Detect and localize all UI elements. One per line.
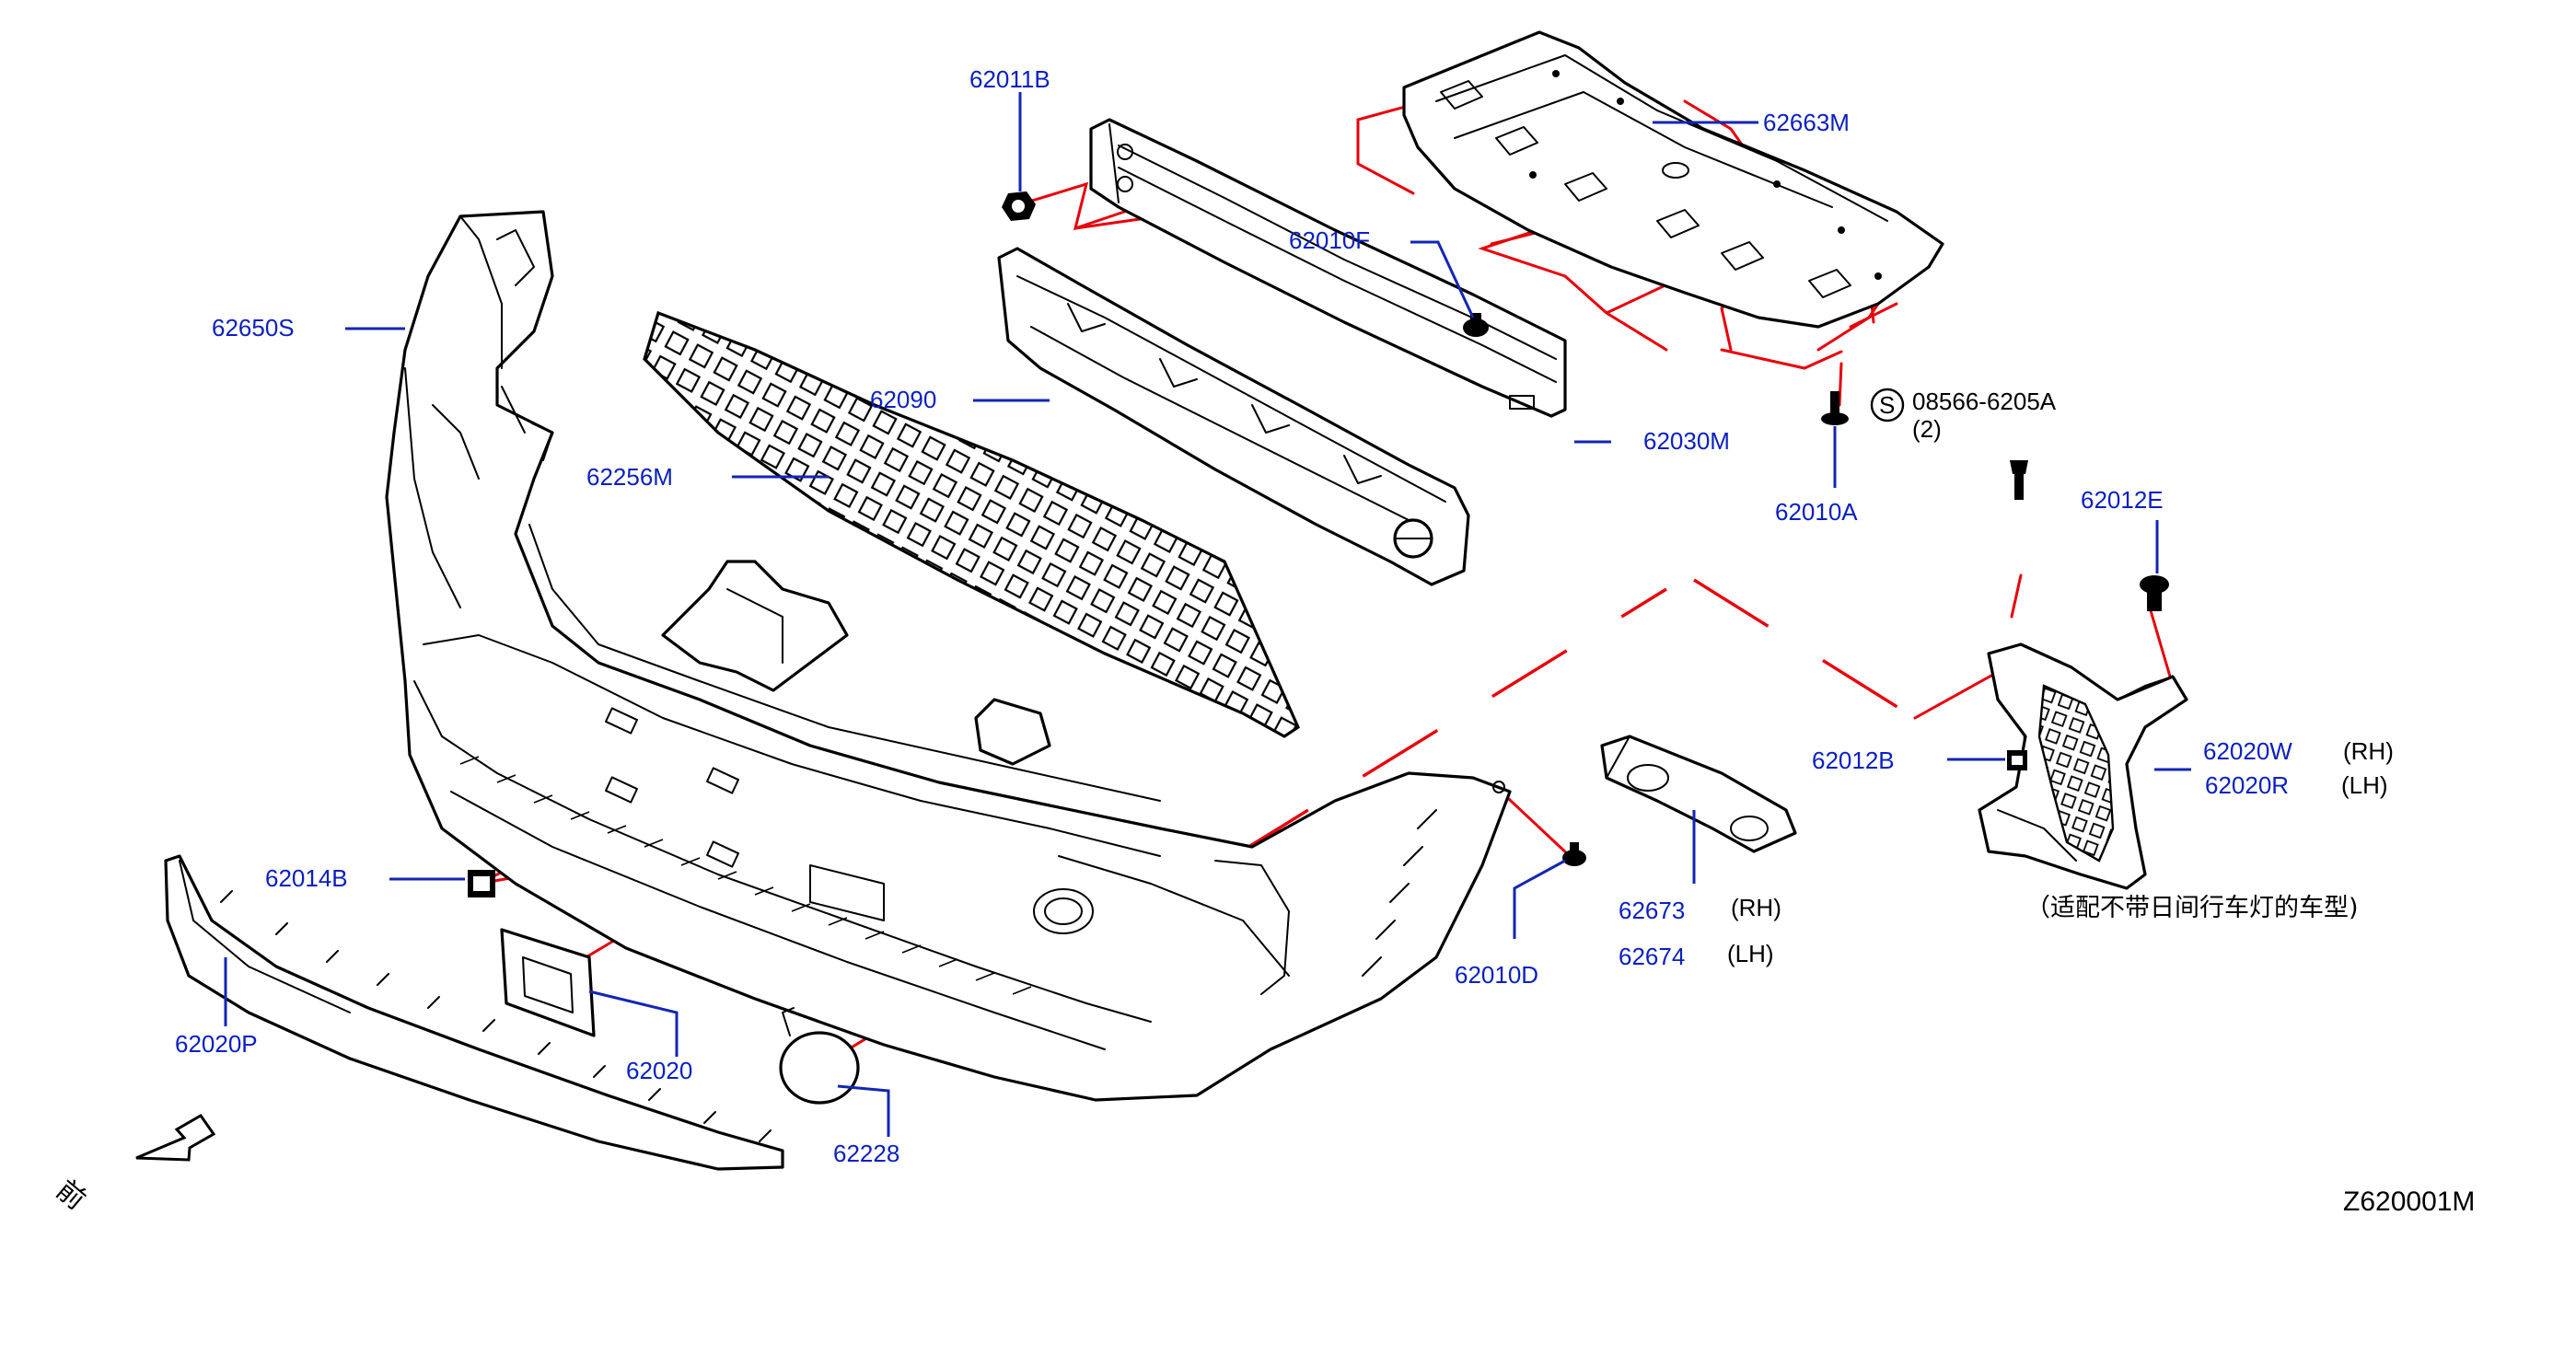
bolt-62010A-icon bbox=[1821, 391, 1849, 425]
standard-symbol: S bbox=[1879, 391, 1895, 419]
label-62674-side: (LH) bbox=[1727, 940, 1774, 967]
screw-08566-icon bbox=[2010, 460, 2028, 500]
grille-mesh-62256M bbox=[643, 310, 1301, 738]
bumper-fascia-62650S bbox=[385, 210, 1512, 1102]
label-62020R-side: (LH) bbox=[2341, 771, 2388, 799]
label-62010D[interactable]: 62010D bbox=[1455, 961, 1538, 989]
label-62014B[interactable]: 62014B bbox=[265, 864, 348, 892]
label-62020W-side: (RH) bbox=[2343, 737, 2394, 765]
fasteners bbox=[468, 191, 2169, 897]
label-62650S[interactable]: 62650S bbox=[212, 314, 295, 342]
label-62010A[interactable]: 62010A bbox=[1775, 498, 1858, 526]
label-62020R[interactable]: 62020R bbox=[2205, 771, 2289, 799]
label-62228[interactable]: 62228 bbox=[833, 1140, 899, 1167]
label-62020[interactable]: 62020 bbox=[626, 1057, 692, 1084]
front-label: 前 bbox=[50, 1174, 91, 1216]
label-62663M[interactable]: 62663M bbox=[1763, 109, 1850, 136]
part-labels: 62011B 62663M 62010F 62650S 62090 62030M… bbox=[175, 65, 2475, 1217]
label-62674[interactable]: 62674 bbox=[1619, 943, 1685, 970]
front-direction-marker: 前 bbox=[50, 1114, 216, 1216]
screw-62010D-icon bbox=[1562, 842, 1586, 866]
label-62011B[interactable]: 62011B bbox=[969, 65, 1050, 93]
label-62020P[interactable]: 62020P bbox=[175, 1030, 258, 1058]
label-62673[interactable]: 62673 bbox=[1619, 897, 1685, 924]
front-direction-arrow-icon bbox=[135, 1114, 216, 1162]
label-62673-side: (RH) bbox=[1731, 894, 1781, 921]
lower-moulding-62020P bbox=[164, 854, 784, 1171]
label-08566-quantity: (2) bbox=[1912, 415, 1942, 443]
label-62020W[interactable]: 62020W bbox=[2203, 737, 2292, 765]
clip-62012B-icon bbox=[2007, 750, 2027, 770]
side-bracket-62673 bbox=[1600, 735, 1797, 853]
license-plate-bracket-62020 bbox=[500, 928, 596, 1037]
nut-62011B-icon bbox=[1002, 191, 1036, 221]
leader-lines bbox=[224, 92, 2191, 1137]
energy-absorber-62090 bbox=[997, 247, 1470, 586]
standard-symbol-badge: S bbox=[1870, 388, 1905, 423]
label-08566-6205A[interactable]: 08566-6205A bbox=[1912, 388, 2057, 415]
label-62012E[interactable]: 62012E bbox=[2081, 486, 2164, 514]
label-62090[interactable]: 62090 bbox=[870, 386, 936, 413]
label-62030M[interactable]: 62030M bbox=[1643, 427, 1730, 455]
label-62256M[interactable]: 62256M bbox=[586, 463, 673, 491]
diagram-code: Z620001M bbox=[2343, 1187, 2475, 1217]
clip-62014B-icon bbox=[468, 870, 495, 897]
reinforcement-beam-62030M bbox=[1089, 118, 1567, 418]
drl-bezel-62020W bbox=[1978, 642, 2188, 890]
clip-62012E-icon bbox=[2140, 575, 2169, 611]
note-no-drl: （适配不带日间行车灯的车型) bbox=[2025, 894, 2359, 922]
label-62010F[interactable]: 62010F bbox=[1289, 226, 1370, 254]
label-62012B[interactable]: 62012B bbox=[1812, 747, 1895, 774]
engine-undercover-62663M bbox=[1402, 30, 1944, 329]
